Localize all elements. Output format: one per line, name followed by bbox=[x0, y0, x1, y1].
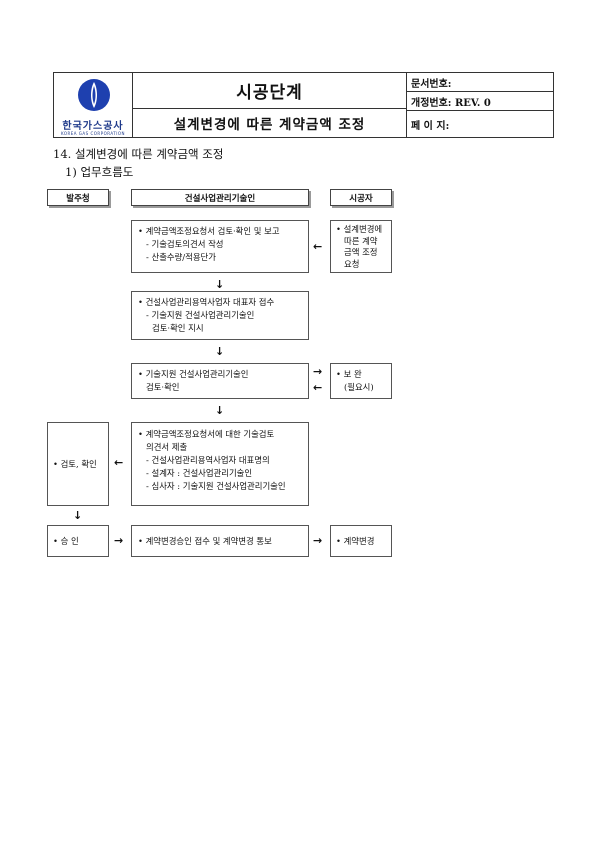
step2-line-2: - 기술지원 건설사업관리기술인 bbox=[146, 310, 255, 320]
step3-line-1: • 기술지원 건설사업관리기술인 bbox=[138, 369, 249, 379]
step5-contractor-box: • 계약변경 bbox=[330, 525, 392, 557]
company-name: 한국가스공사 bbox=[62, 121, 124, 132]
step5-notice-box: • 계약변경승인 접수 및 계약변경 통보 bbox=[131, 525, 309, 557]
page-number: 페 이 지: bbox=[406, 110, 554, 138]
company-name-en: KOREA GAS CORPORATION bbox=[60, 131, 126, 136]
step4-line-4: - 설계자 : 건설사업관리기술인 bbox=[146, 468, 253, 478]
step4-owner-text: • 검토, 확인 bbox=[53, 458, 97, 469]
step1-contractor-line-3: 금액 조정 bbox=[344, 247, 378, 257]
step4-line-3: - 건설사업관리용역사업자 대표명의 bbox=[146, 455, 270, 465]
step3-contractor-box: • 보 완 (필요시) bbox=[330, 363, 392, 399]
step4-opinion-box: • 계약금액조정요청서에 대한 기술검토 의견서 제출 - 건설사업관리용역사업… bbox=[131, 422, 309, 506]
arrow-left-icon: ← bbox=[114, 456, 124, 469]
step3-contractor-line-2: (필요시) bbox=[344, 382, 374, 392]
company-logo-icon bbox=[78, 79, 110, 111]
step1-review-box: • 계약금액조정요청서 검토·확인 및 보고 - 기술검토의견서 작성 - 산출… bbox=[131, 220, 309, 273]
step1-contractor-box: • 설계변경에 따른 계약 금액 조정 요청 bbox=[330, 220, 392, 273]
step2-line-1: • 건설사업관리용역사업자 대표자 접수 bbox=[138, 297, 275, 307]
step1-line-1: • 계약금액조정요청서 검토·확인 및 보고 bbox=[138, 226, 280, 236]
step5-contractor-text: • 계약변경 bbox=[336, 535, 375, 546]
step1-line-2: - 기술검토의견서 작성 bbox=[146, 239, 224, 249]
step1-contractor-line-4: 요청 bbox=[344, 258, 360, 269]
arrow-left-icon: ← bbox=[313, 240, 323, 253]
arrow-down-icon: ↓ bbox=[73, 509, 83, 522]
step2-receipt-box: • 건설사업관리용역사업자 대표자 접수 - 기술지원 건설사업관리기술인 검토… bbox=[131, 291, 309, 340]
document-subtitle: 설계변경에 따른 계약금액 조정 bbox=[132, 108, 407, 138]
step5-notice-text: • 계약변경승인 접수 및 계약변경 통보 bbox=[138, 535, 272, 546]
arrow-right-icon: → bbox=[114, 534, 124, 547]
arrow-right-icon: → bbox=[313, 365, 323, 378]
lane-header-cm: 건설사업관리기술인 bbox=[131, 189, 309, 206]
arrow-down-icon: ↓ bbox=[215, 345, 225, 358]
step1-contractor-line-1: • 설계변경에 bbox=[336, 224, 383, 234]
doc-number: 문서번호: bbox=[406, 72, 554, 92]
arrow-left-icon: ← bbox=[313, 381, 323, 394]
step5-owner-text: • 승 인 bbox=[53, 535, 79, 546]
step3-review-box: • 기술지원 건설사업관리기술인 검토·확인 bbox=[131, 363, 309, 399]
step1-line-3: - 산출수량/적용단가 bbox=[146, 252, 216, 262]
arrow-down-icon: ↓ bbox=[215, 278, 225, 291]
step4-line-2: 의견서 제출 bbox=[146, 442, 188, 452]
step4-owner-box: • 검토, 확인 bbox=[47, 422, 109, 506]
step5-owner-box: • 승 인 bbox=[47, 525, 109, 557]
revision-number: 개정번호: REV. 0 bbox=[406, 91, 554, 111]
section-title: 14. 설계변경에 따른 계약금액 조정 bbox=[53, 147, 224, 161]
step4-line-5: - 심사자 : 기술지원 건설사업관리기술인 bbox=[146, 481, 286, 491]
section-subtitle: 1) 업무흐름도 bbox=[65, 165, 134, 179]
document-title: 시공단계 bbox=[132, 72, 407, 109]
arrow-right-icon: → bbox=[313, 534, 323, 547]
lane-header-owner: 발주청 bbox=[47, 189, 109, 206]
step3-line-2: 검토·확인 bbox=[146, 382, 180, 392]
step1-contractor-line-2: 따른 계약 bbox=[344, 235, 378, 246]
logo-cell: 한국가스공사 KOREA GAS CORPORATION bbox=[53, 72, 133, 138]
lane-header-contractor: 시공자 bbox=[330, 189, 392, 206]
step3-contractor-line-1: • 보 완 bbox=[336, 369, 362, 379]
step2-line-3: 검토·확인 지시 bbox=[152, 323, 204, 333]
arrow-down-icon: ↓ bbox=[215, 404, 225, 417]
step4-line-1: • 계약금액조정요청서에 대한 기술검토 bbox=[138, 429, 275, 439]
